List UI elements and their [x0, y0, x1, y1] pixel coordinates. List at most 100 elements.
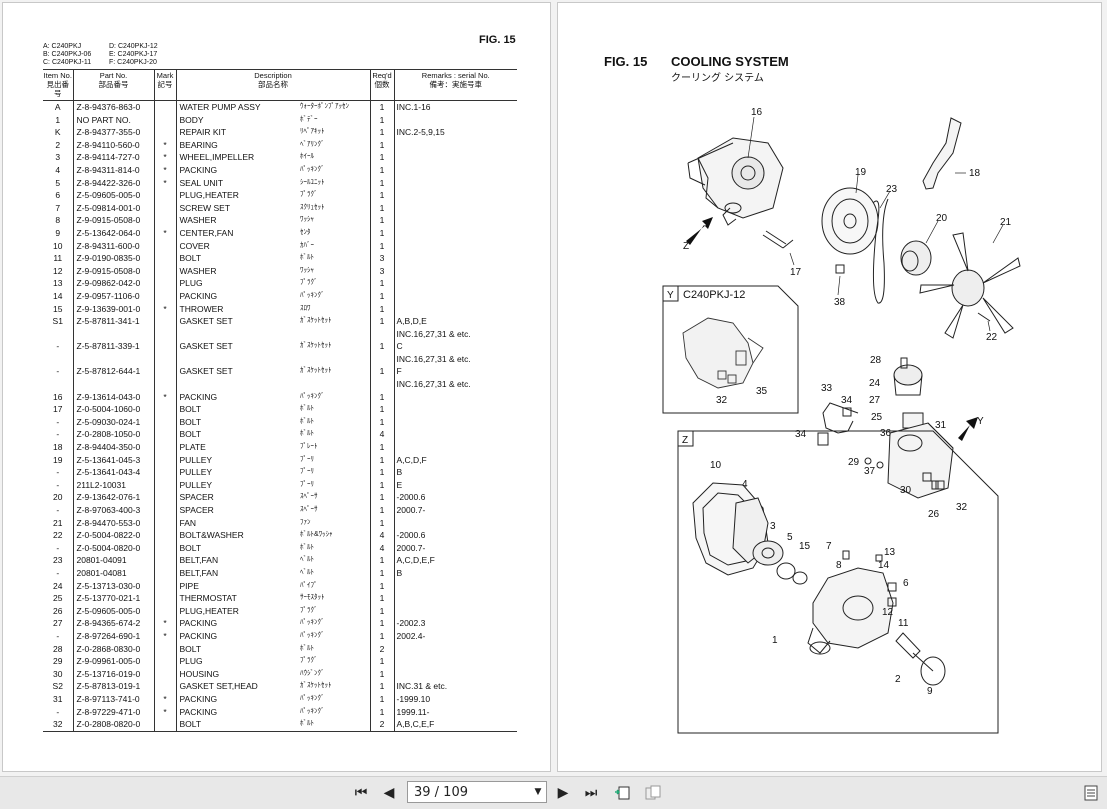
description-jp-cell: ﾎﾞﾙﾄ: [300, 718, 371, 732]
item-no-cell: 3: [55, 152, 61, 163]
description-cell: WASHER: [175, 264, 300, 278]
cooling-system-diagram: Z Y C240PKJ-12: [662, 107, 1021, 734]
item-no-cell: 8: [55, 215, 61, 226]
remarks-cell: INC.16,27,31 & etc.: [393, 378, 517, 391]
double-page-icon: [645, 785, 661, 800]
description-jp-cell: ﾎｲｰﾙ: [300, 153, 314, 161]
reqd-cell: 1: [369, 365, 395, 379]
description-jp-cell: ﾜｯｼｬ: [300, 216, 314, 224]
description-jp-cell: ﾎﾞﾙﾄ: [300, 543, 314, 551]
callout-number: 30: [900, 485, 912, 496]
item-no-cell: K: [54, 127, 61, 138]
remarks-cell: [393, 264, 517, 278]
description-jp-cell: ﾍﾞﾙﾄ: [300, 556, 314, 564]
description-jp-cell: ﾊﾟｯｷﾝｸﾞ: [300, 392, 325, 400]
description-cell: PLUG: [175, 655, 300, 668]
reqd-cell: 1: [369, 453, 395, 467]
remarks-cell: [393, 516, 517, 530]
mark-cell: [153, 466, 176, 479]
document-properties-button[interactable]: [1080, 783, 1102, 803]
part-no-cell: Z-5-13642-064-0: [72, 226, 154, 240]
double-page-view-button[interactable]: [642, 783, 664, 803]
part-no-cell: Z-5-09605-005-0: [72, 604, 154, 618]
remarks-cell: [393, 214, 517, 227]
single-page-view-button[interactable]: [612, 783, 634, 803]
item-no-cell: [43, 378, 73, 391]
callout-number: 29: [848, 457, 860, 468]
item-no-cell: 6: [55, 190, 61, 201]
description-jp-cell: ｽﾛﾜ: [300, 304, 311, 312]
callout-number: 35: [756, 386, 768, 397]
reqd-cell: 4: [369, 428, 395, 442]
reqd-cell: 1: [369, 100, 395, 114]
description-jp-cell: ﾌﾟﾗｸﾞ: [300, 279, 318, 287]
item-no-cell: -: [56, 467, 60, 478]
reqd-cell: 1: [369, 705, 395, 719]
remarks-cell: [393, 138, 517, 152]
description-jp-cell: [300, 353, 370, 366]
callout-number: 31: [935, 420, 947, 431]
mark-cell: [153, 189, 176, 202]
reqd-cell: 1: [369, 201, 395, 215]
page-selector[interactable]: 39 / 109 ▼: [407, 781, 547, 803]
callout-number: 8: [836, 560, 842, 571]
view-z-arrow: [686, 217, 713, 245]
document-icon: [1084, 785, 1098, 801]
remarks-cell: A,C,D,E,F: [393, 554, 517, 567]
part-no-cell: Z-8-94470-553-0: [72, 516, 154, 530]
mark-cell: [153, 718, 176, 732]
description-jp-cell: ﾍﾞﾙﾄ: [300, 568, 314, 576]
mark-cell: [153, 340, 176, 353]
part-no-cell: Z-8-94404-350-0: [72, 441, 154, 454]
description-jp-cell: ﾌﾟﾚｰﾄ: [300, 443, 318, 451]
reqd-cell: 1: [369, 604, 395, 618]
reqd-cell: [369, 327, 395, 341]
callout-number: 10: [710, 460, 722, 471]
first-page-button[interactable]: ⏮: [350, 783, 372, 803]
item-no-cell: 25: [53, 593, 63, 604]
description-jp-cell: ｽｸﾘｭｾｯﾄ: [300, 203, 325, 211]
description-cell: PACKING: [175, 617, 300, 630]
bolt-22-drawing: [977, 312, 991, 322]
description-cell: PULLEY: [175, 453, 300, 467]
part-no-cell: [72, 352, 154, 366]
description-jp-cell: ｶﾞｽｹｯﾄｾｯﾄ: [300, 367, 332, 375]
callout-number: 14: [878, 560, 890, 571]
last-page-button[interactable]: ⏭: [580, 783, 602, 803]
description-jp-cell: ﾎﾞﾙﾄ&ﾜｯｼｬ: [300, 531, 333, 539]
reqd-cell: 1: [369, 277, 395, 290]
callout-number: 15: [799, 541, 811, 552]
mark-cell: [153, 289, 176, 303]
remarks-cell: INC.1-16: [393, 100, 517, 114]
mark-cell: [153, 604, 176, 618]
reqd-cell: 1: [369, 655, 395, 668]
header-remarks: Remarks : serial No.備考：実施号車: [393, 69, 517, 101]
mark-cell: [153, 378, 176, 391]
first-page-icon: ⏮: [354, 785, 368, 801]
description-cell: PACKING: [175, 163, 300, 177]
mark-cell: [153, 352, 176, 366]
reqd-cell: 1: [369, 579, 395, 593]
part-no-cell: Z-0-2808-0820-0: [72, 718, 154, 732]
remarks-cell: [393, 655, 517, 668]
remarks-cell: [393, 441, 517, 454]
callout-number: 33: [821, 383, 833, 394]
spacer-drawing: [900, 240, 932, 276]
item-no-cell: -: [56, 505, 60, 515]
description-jp-cell: ﾎﾞﾙﾄ: [300, 254, 314, 262]
reqd-cell: [369, 352, 395, 366]
item-no-cell: -: [56, 366, 60, 377]
mark-cell: *: [153, 390, 176, 404]
reqd-cell: 1: [369, 478, 395, 492]
next-page-button[interactable]: ▶: [552, 783, 574, 803]
previous-page-button[interactable]: ◀: [378, 783, 400, 803]
